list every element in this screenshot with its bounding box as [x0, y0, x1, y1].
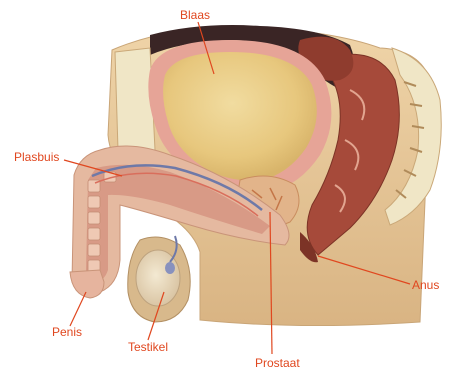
label-prostaat: Prostaat	[255, 356, 300, 370]
label-anus: Anus	[412, 278, 439, 292]
pubic-bone	[115, 48, 155, 155]
label-penis: Penis	[52, 325, 82, 339]
leader-penis	[70, 292, 86, 326]
label-plasbuis: Plasbuis	[14, 150, 59, 164]
label-testikel: Testikel	[128, 340, 168, 354]
glans	[70, 270, 104, 298]
epididymis	[165, 262, 175, 274]
label-blaas: Blaas	[180, 8, 210, 22]
